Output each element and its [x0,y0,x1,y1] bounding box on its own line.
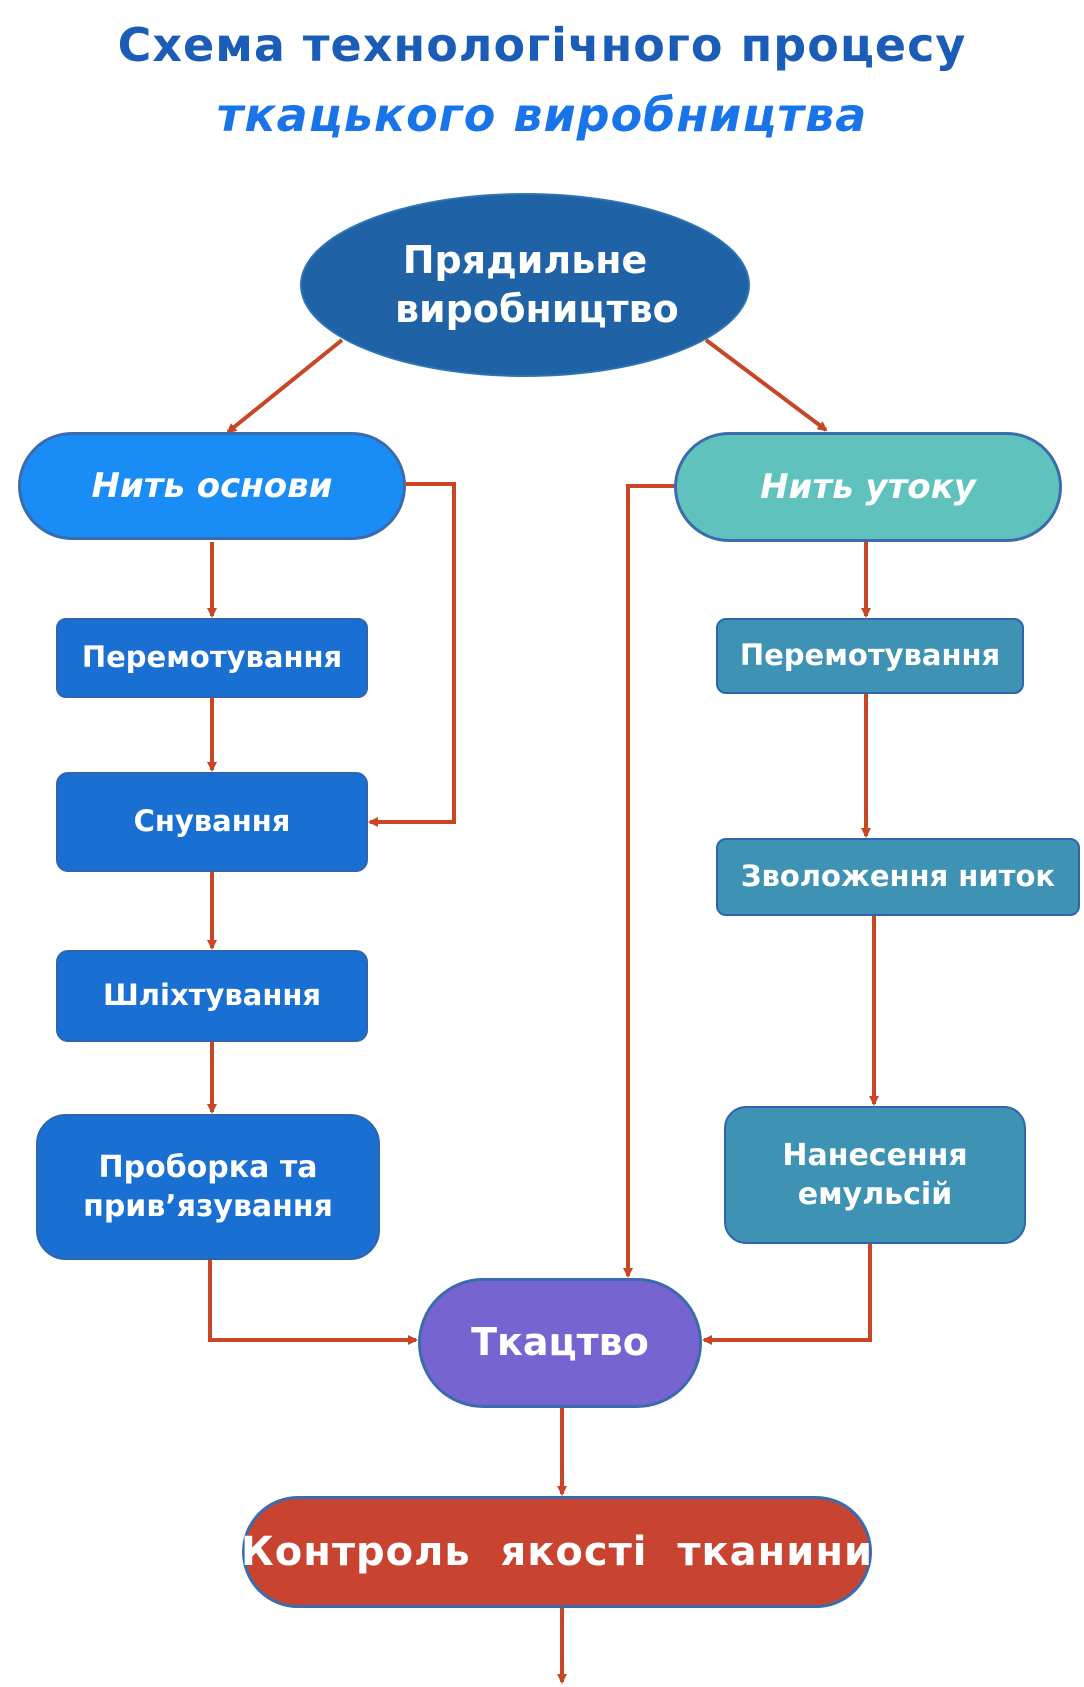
emulsion-node: Нанесення емульсій [724,1106,1026,1244]
drawing-in-node: Проборка та прив’язування [36,1114,380,1260]
weft-thread-node: Нить утоку [674,432,1062,542]
weft-rewinding-label: Перемотування [739,638,1001,673]
sizing-label: Шліхтування [102,978,322,1013]
warp-rewinding-label: Перемотування [81,640,343,675]
warp-rewinding-node: Перемотування [56,618,368,698]
quality-control-label: Контроль якості тканини [241,1529,873,1575]
arrow-emulsion-to-weaving [702,1244,872,1345]
warping-node: Снування [56,772,368,872]
arrow-spinning-to-warp [226,338,344,434]
arrow-spinning-to-weft [704,338,828,432]
weaving-node: Ткацтво [418,1278,702,1408]
warping-label: Снування [133,804,291,839]
arrow-weft-to-weaving [623,484,674,1278]
weft-thread-label: Нить утоку [760,466,976,507]
diagram-subtitle: ткацького виробництва [216,88,868,142]
arrow-warp-bypass-to-warping [368,482,456,827]
weaving-label: Ткацтво [471,1320,649,1365]
weft-rewinding-node: Перемотування [716,618,1024,694]
spinning-production-label: Прядильне виробництво [395,237,679,331]
emulsion-label: Нанесення емульсій [782,1138,968,1212]
sizing-node: Шліхтування [56,950,368,1042]
drawing-in-label: Проборка та прив’язування [83,1150,333,1224]
quality-control-node: Контроль якості тканини [241,1496,873,1608]
warp-thread-label: Нить основи [91,465,333,506]
warp-thread-node: Нить основи [18,432,406,540]
moistening-label: Зволоження ниток [740,859,1056,894]
spinning-production-node: Прядильне виробництво [300,193,750,377]
arrow-drawing-in-to-weaving [208,1260,418,1345]
diagram-title: Схема технологічного процесу [117,18,967,72]
moistening-node: Зволоження ниток [716,838,1080,916]
